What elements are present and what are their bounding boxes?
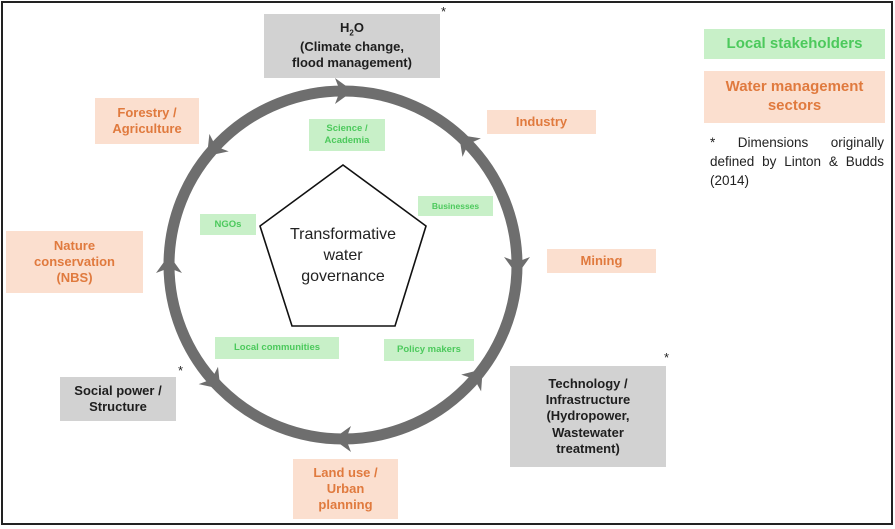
ring-arrow-icon: [504, 257, 530, 275]
star-marker: *: [441, 4, 447, 19]
ring-arrow-icon: [335, 78, 353, 104]
ring-arrow-icon: [198, 366, 221, 389]
center-label: Transformative water governance: [263, 225, 423, 287]
sector-mining: Mining: [547, 249, 656, 273]
sector-land-use: Land use / Urban planning: [293, 459, 398, 519]
stakeholder-businesses: Businesses: [418, 196, 493, 216]
center-line-1: Transformative: [289, 226, 397, 243]
ring-arrow-icon: [207, 133, 229, 157]
legend-note: * Dimensions originally defined by Linto…: [710, 135, 884, 188]
ring-arrow-icon: [333, 426, 351, 452]
center-line-2: water: [323, 246, 363, 264]
stakeholder-policy-makers: Policy makers: [384, 339, 474, 361]
dimension-social-power: Social power / Structure: [60, 377, 176, 421]
ring-arrow-icon: [461, 369, 483, 392]
sector-nature-conservation: Nature conservation (NBS): [6, 231, 143, 293]
legend-stakeholders: Local stakeholders: [704, 29, 885, 59]
sector-forestry: Forestry / Agriculture: [95, 98, 199, 144]
dimension-h2o: H2O (Climate change, flood management): [264, 14, 440, 78]
stakeholder-science: Science / Academia: [309, 119, 385, 151]
stakeholder-local-communities: Local communities: [215, 337, 339, 359]
stakeholder-ngos: NGOs: [200, 214, 256, 235]
h2o-title: H2O: [340, 20, 364, 39]
star-marker: *: [664, 350, 670, 365]
ring-arrow-icon: [458, 134, 481, 157]
center-line-3: governance: [301, 267, 385, 285]
dimension-technology: Technology / Infrastructure (Hydropower,…: [510, 366, 666, 467]
sector-industry: Industry: [487, 110, 596, 134]
ring-arrow-icon: [156, 255, 182, 273]
star-marker: *: [178, 363, 184, 378]
governance-pentagon: [259, 164, 427, 327]
ring-arrows: [156, 78, 530, 452]
legend-sectors: Water management sectors: [704, 71, 885, 123]
